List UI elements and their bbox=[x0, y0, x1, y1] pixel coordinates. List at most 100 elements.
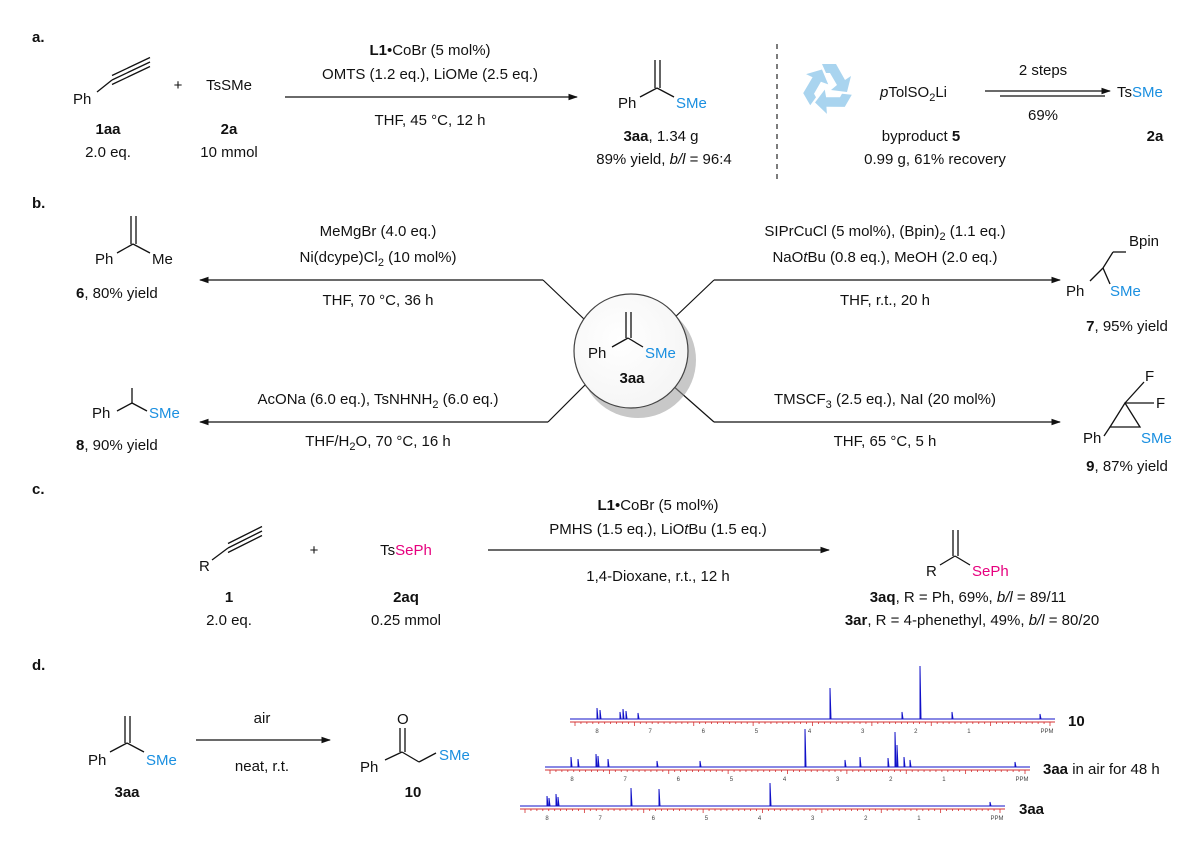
conditions-line-3: THF, 70 °C, 36 h bbox=[322, 292, 433, 309]
product-yield: 7, 95% yield bbox=[1086, 318, 1168, 335]
sme-group: SMe bbox=[146, 752, 177, 769]
reactant-3aa: Ph SMe 3aa bbox=[88, 716, 177, 801]
spectrum-label: 10 bbox=[1068, 713, 1085, 730]
panel-a-label: a. bbox=[32, 29, 45, 46]
tick-label: 7 bbox=[623, 777, 627, 783]
product-6: Ph Me 6, 80% yield bbox=[76, 216, 173, 302]
reactant-2a: TsSMe 2a 10 mmol bbox=[200, 77, 258, 161]
recovery-text: 0.99 g, 61% recovery bbox=[864, 151, 1006, 168]
bpin-group: Bpin bbox=[1129, 233, 1159, 250]
plus-sign: + bbox=[174, 77, 183, 94]
conditions-line-1: MeMgBr (4.0 eq.) bbox=[320, 223, 437, 240]
tick-label: 3 bbox=[836, 777, 840, 783]
reaction-arrow-a: L1•CoBr (5 mol%) OMTS (1.2 eq.), LiOMe (… bbox=[285, 42, 578, 129]
reactant-1aa: Ph 1aa 2.0 eq. bbox=[73, 56, 151, 161]
product-8: Ph SMe 8, 90% yield bbox=[76, 388, 180, 454]
compound-id: 3aa bbox=[114, 784, 140, 801]
tick-label: 2 bbox=[889, 777, 893, 783]
fluorine-label: F bbox=[1145, 368, 1154, 385]
ph-label: Ph bbox=[73, 91, 91, 108]
reagent-ptolso2li: pTolSO2Li bbox=[879, 84, 947, 104]
reaction-arrow-d: air neat, r.t. bbox=[196, 710, 331, 775]
product-9: F F Ph SMe 9, 87% yield bbox=[1083, 368, 1172, 475]
tick-label: 3 bbox=[811, 816, 815, 822]
tick-label: PPM bbox=[1015, 777, 1028, 783]
ph-label: Ph bbox=[92, 405, 110, 422]
spectrum-label: 3aa bbox=[1019, 801, 1045, 818]
conditions-line-2: THF, 65 °C, 5 h bbox=[834, 433, 937, 450]
steps-yield: 69% bbox=[1028, 107, 1058, 124]
result-3aq: 3aq, R = Ph, 69%, b/l = 89/11 bbox=[870, 589, 1067, 606]
recycle-icon bbox=[803, 64, 852, 114]
center-substrate-3aa: Ph SMe 3aa bbox=[573, 293, 696, 418]
tick-label: 1 bbox=[917, 816, 921, 822]
compound-id: 2a bbox=[221, 121, 238, 138]
conditions-line-1: L1•CoBr (5 mol%) bbox=[369, 42, 490, 59]
tick-label: 5 bbox=[755, 729, 759, 735]
tick-label: 6 bbox=[702, 729, 706, 735]
conditions-line-3: THF, 45 °C, 12 h bbox=[374, 112, 485, 129]
result-3ar: 3ar, R = 4-phenethyl, 49%, b/l = 80/20 bbox=[845, 612, 1099, 629]
ph-label: Ph bbox=[1066, 283, 1084, 300]
conditions-top: air bbox=[254, 710, 271, 727]
product-mass: 3aa, 1.34 g bbox=[623, 128, 698, 145]
tick-label: 3 bbox=[861, 729, 865, 735]
amount-text: 0.25 mmol bbox=[371, 612, 441, 629]
oxygen-label: O bbox=[397, 711, 409, 728]
tick-label: 8 bbox=[570, 777, 574, 783]
amount-text: 2.0 eq. bbox=[206, 612, 252, 629]
tick-label: 4 bbox=[758, 816, 762, 822]
reaction-arrow-c: L1•CoBr (5 mol%) PMHS (1.5 eq.), LiOtBu … bbox=[488, 497, 830, 585]
conditions-line-1: L1•CoBr (5 mol%) bbox=[597, 497, 718, 514]
product-yield: 8, 90% yield bbox=[76, 437, 158, 454]
panel-c: c. R 1 2.0 eq. + TsSePh 2aq 0.25 mmol L1… bbox=[32, 481, 1099, 629]
ph-label: Ph bbox=[618, 95, 636, 112]
conditions-line-2: NaOtBu (0.8 eq.), MeOH (2.0 eq.) bbox=[772, 249, 997, 266]
me-group: Me bbox=[152, 251, 173, 268]
conditions-top-left: MeMgBr (4.0 eq.) Ni(dcype)Cl2 (10 mol%) … bbox=[299, 223, 456, 309]
sme-group: SMe bbox=[439, 747, 470, 764]
product-7: Bpin Ph SMe 7, 95% yield bbox=[1066, 233, 1168, 335]
panel-a: a. Ph 1aa 2.0 eq. + TsSMe 2a 10 mmol L1•… bbox=[32, 29, 1164, 180]
panel-c-label: c. bbox=[32, 481, 45, 498]
conditions-line-1: TMSCF3 (2.5 eq.), NaI (20 mol%) bbox=[774, 391, 996, 411]
tssme-product: TsSMe bbox=[1117, 84, 1163, 101]
tick-label: 5 bbox=[705, 816, 709, 822]
conditions-line-2: Ni(dcype)Cl2 (10 mol%) bbox=[299, 249, 456, 269]
product-10: O Ph SMe 10 bbox=[360, 711, 470, 801]
compound-id: 2a bbox=[1147, 128, 1164, 145]
reagent-tssme: TsSMe bbox=[206, 77, 252, 94]
tick-label: 2 bbox=[864, 816, 868, 822]
ph-label: Ph bbox=[95, 251, 113, 268]
sme-group: SMe bbox=[1141, 430, 1172, 447]
panel-d-label: d. bbox=[32, 657, 45, 674]
ph-label: Ph bbox=[88, 752, 106, 769]
tick-label: PPM bbox=[1040, 729, 1053, 735]
amount-text: 10 mmol bbox=[200, 144, 258, 161]
product-3aq-3ar: R SePh 3aq, R = Ph, 69%, b/l = 89/11 3ar… bbox=[845, 530, 1099, 629]
spectrum-label: 3aa in air for 48 h bbox=[1043, 761, 1160, 778]
tick-label: 4 bbox=[808, 729, 812, 735]
seph-group: SePh bbox=[972, 563, 1009, 580]
compound-id: 1 bbox=[225, 589, 233, 606]
sme-group: SMe bbox=[149, 405, 180, 422]
conditions-line-1: AcONa (6.0 eq.), TsNHNH2 (6.0 eq.) bbox=[258, 391, 499, 411]
steps-label: 2 steps bbox=[1019, 62, 1067, 79]
panel-b-label: b. bbox=[32, 195, 45, 212]
product-3aa: Ph SMe 3aa, 1.34 g 89% yield, b/l = 96:4 bbox=[596, 60, 732, 168]
tick-label: 6 bbox=[677, 777, 681, 783]
product-yield: 89% yield, b/l = 96:4 bbox=[596, 151, 732, 168]
amount-text: 2.0 eq. bbox=[85, 144, 131, 161]
tick-label: PPM bbox=[990, 816, 1003, 822]
r-group: R bbox=[926, 563, 937, 580]
conditions-bottom-left: AcONa (6.0 eq.), TsNHNH2 (6.0 eq.) THF/H… bbox=[258, 391, 499, 453]
conditions-bottom-right: TMSCF3 (2.5 eq.), NaI (20 mol%) THF, 65 … bbox=[774, 391, 996, 450]
compound-id: 10 bbox=[405, 784, 422, 801]
